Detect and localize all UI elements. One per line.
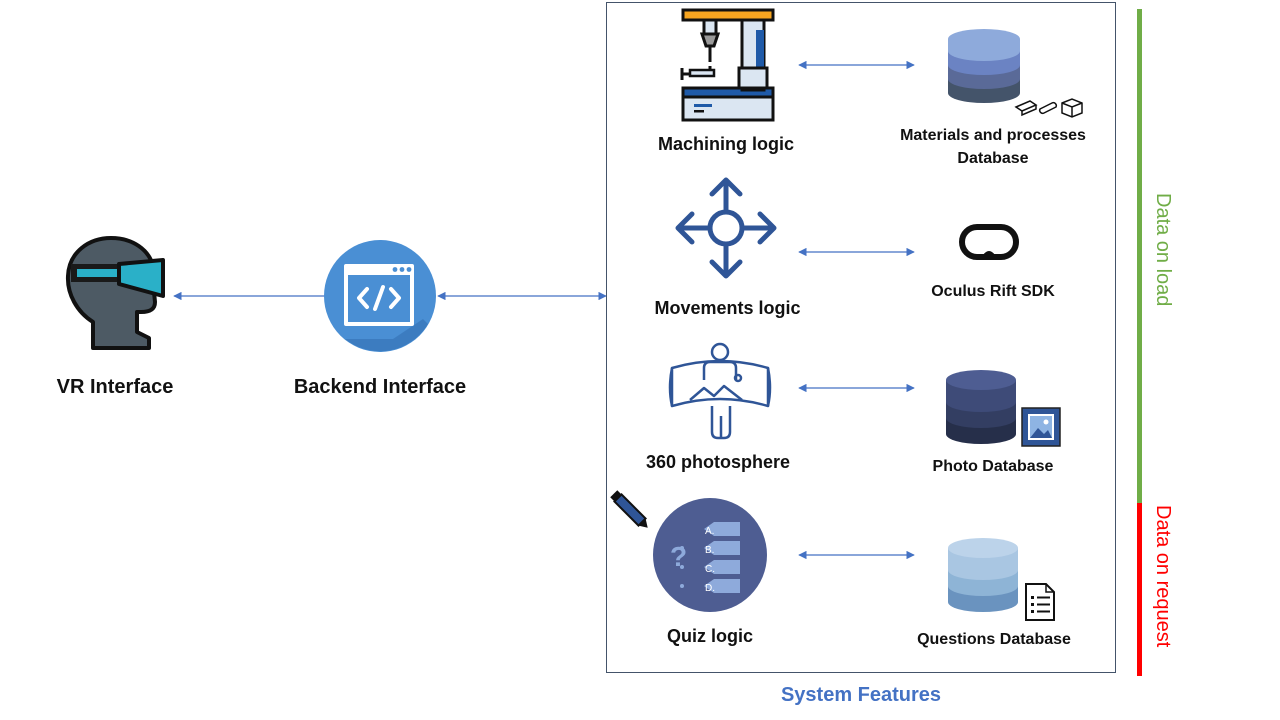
database-icon-materials: [948, 29, 1083, 118]
system-features-caption: System Features: [780, 684, 942, 706]
quiz-option-b: B.: [705, 545, 714, 556]
database-icon-questions: [948, 538, 1055, 621]
system-features-box: [606, 2, 1116, 673]
drill-press-icon: [680, 8, 775, 122]
movements-logic-label: Movements logic: [654, 298, 801, 318]
machining-logic-label: Machining logic: [657, 134, 794, 154]
photosphere-360-icon: [668, 342, 772, 440]
move-arrows-icon: [675, 177, 777, 279]
materials-db-label-line1: Materials and processes: [900, 127, 1086, 144]
code-window-icon: [324, 240, 436, 352]
data-on-request-label: Data on request: [1152, 505, 1174, 648]
quiz-icon: A. B. C. D. ?: [610, 490, 767, 612]
photosphere-label: 360 photosphere: [645, 452, 791, 472]
quiz-logic-label: Quiz logic: [666, 626, 753, 646]
quiz-option-d: D.: [705, 583, 715, 594]
data-on-load-bar: [1137, 9, 1142, 503]
data-on-load-label: Data on load: [1152, 193, 1174, 307]
database-icon-photo: [946, 370, 1061, 447]
photo-db-label: Photo Database: [932, 458, 1054, 475]
data-on-request-bar: [1137, 503, 1142, 676]
vr-interface-label: VR Interface: [56, 376, 174, 398]
materials-db-label: Materials and processes Database: [893, 124, 1093, 170]
materials-db-label-line2: Database: [957, 150, 1029, 167]
questions-db-label: Questions Database: [917, 631, 1071, 648]
quiz-option-c: C.: [705, 564, 715, 575]
quiz-option-a: A.: [705, 526, 714, 537]
vr-headset-icon: [65, 236, 165, 350]
oculus-sdk-label: Oculus Rift SDK: [931, 283, 1055, 300]
backend-interface-label: Backend Interface: [293, 376, 467, 398]
oculus-rift-icon: [959, 224, 1019, 260]
svg-text:?: ?: [670, 541, 687, 572]
